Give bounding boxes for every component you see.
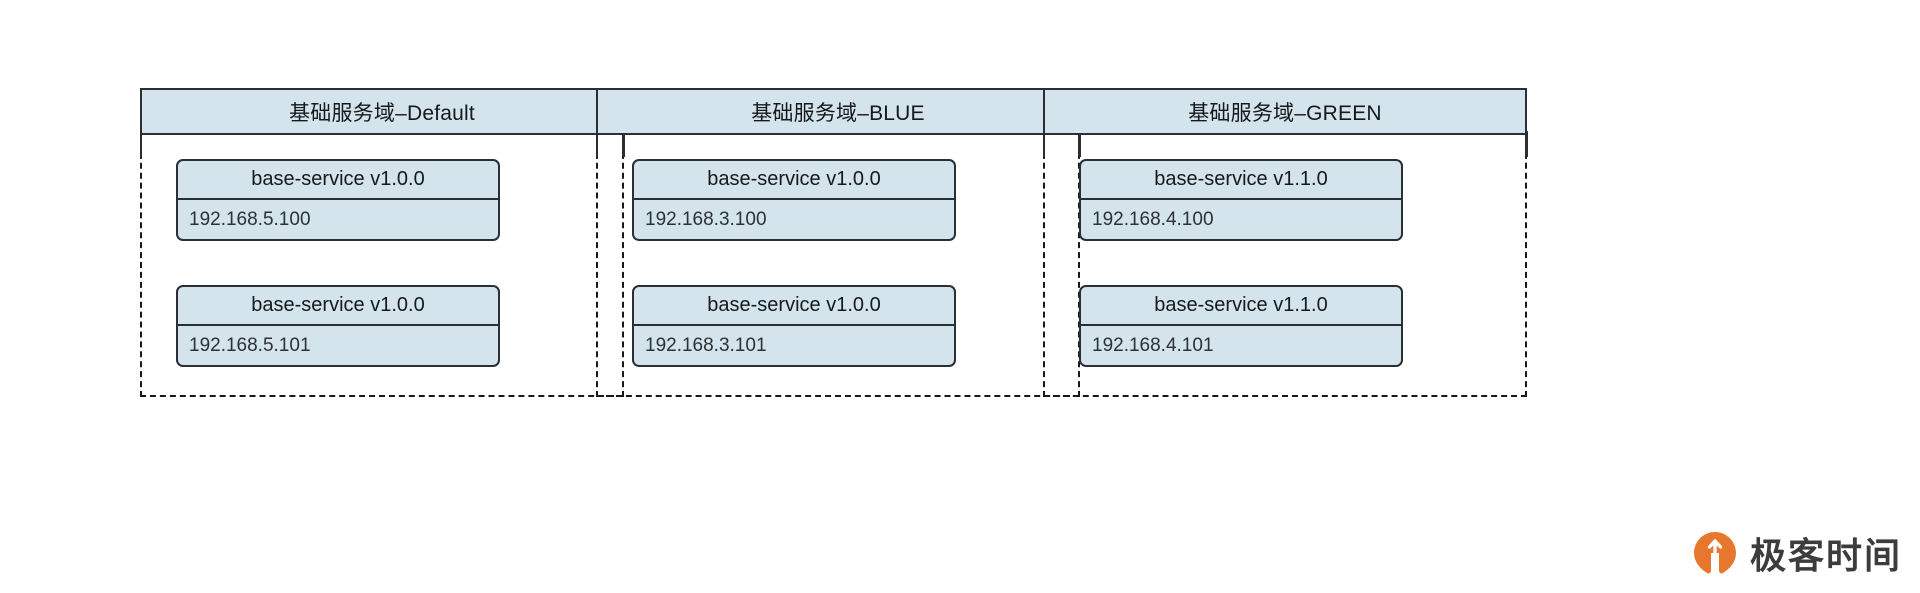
domain-header-green: 基础服务域–GREEN [1043,88,1527,135]
service-ip: 192.168.4.100 [1092,208,1214,230]
service-name: base-service v1.0.0 [178,287,498,326]
service-name: base-service v1.1.0 [1081,287,1401,326]
border-stub-right [1525,131,1528,157]
watermark: 极客时间 [1692,527,1902,579]
domain-header-default: 基础服务域–Default [140,88,624,135]
border-stub-left [1042,131,1045,157]
border-stub-right [1078,131,1081,157]
service-ip: 192.168.3.101 [645,334,767,356]
border-stub-left [139,131,142,157]
service-ip: 192.168.5.100 [189,208,311,230]
service-card[interactable]: base-service v1.1.0 192.168.4.101 [1079,285,1403,367]
service-card[interactable]: base-service v1.0.0 192.168.3.101 [632,285,956,367]
service-name: base-service v1.0.0 [634,161,954,200]
domain-body-blue: base-service v1.0.0 192.168.3.100 base-s… [595,131,1081,397]
service-card[interactable]: base-service v1.1.0 192.168.4.100 [1079,159,1403,241]
domain-group-green: 基础服务域–GREEN base-service v1.1.0 192.168.… [1042,88,1528,397]
watermark-text: 极客时间 [1749,536,1902,577]
service-name: base-service v1.0.0 [178,161,498,200]
service-ip: 192.168.3.100 [645,208,767,230]
service-card[interactable]: base-service v1.0.0 192.168.5.100 [176,159,500,241]
service-card[interactable]: base-service v1.0.0 192.168.3.100 [632,159,956,241]
geek-time-logo-icon [1692,530,1738,576]
domain-body-green: base-service v1.1.0 192.168.4.100 base-s… [1042,131,1528,397]
border-stub-right [622,131,625,157]
service-name: base-service v1.1.0 [1081,161,1401,200]
service-ip: 192.168.5.101 [189,334,311,356]
service-name: base-service v1.0.0 [634,287,954,326]
domain-group-blue: 基础服务域–BLUE base-service v1.0.0 192.168.3… [595,88,1081,397]
service-card[interactable]: base-service v1.0.0 192.168.5.101 [176,285,500,367]
service-ip: 192.168.4.101 [1092,334,1214,356]
domain-group-default: 基础服务域–Default base-service v1.0.0 192.16… [139,88,625,397]
domain-header-blue: 基础服务域–BLUE [596,88,1080,135]
border-stub-left [595,131,598,157]
domain-body-default: base-service v1.0.0 192.168.5.100 base-s… [139,131,625,397]
